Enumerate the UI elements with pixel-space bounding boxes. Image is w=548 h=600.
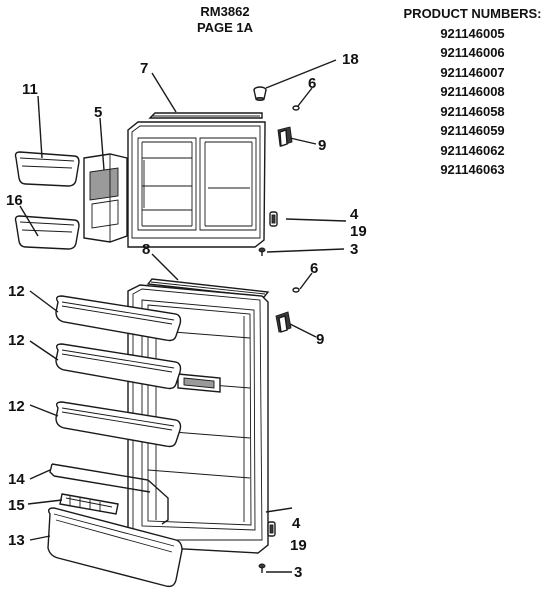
fresh-food-door [127,278,270,554]
part-14-rail [49,463,169,525]
part-16-bin [14,215,80,250]
part-12-shelf-bottom [55,401,182,448]
callout-19-lower: 19 [290,537,307,554]
page-label: PAGE 1A [196,20,254,35]
callout-5: 5 [94,104,102,121]
part-5-bracket [83,153,128,243]
product-number: 921146008 [440,84,505,99]
product-number: 921146006 [440,45,505,60]
part-6-screw-lower [292,287,300,293]
part-7-seal-strip [148,112,263,119]
callout-12-middle: 12 [8,332,25,349]
callout-19-upper: 19 [350,223,367,240]
part-13-bin [47,507,183,588]
product-number: 921146062 [440,142,505,158]
part-11-bin [14,151,80,187]
callout-3-lower: 3 [294,564,302,581]
product-number: 921146007 [440,64,505,80]
product-numbers-list: PRODUCT NUMBERS: 921146005 921146006 921… [400,4,545,180]
callout-7: 7 [140,60,148,77]
callout-11: 11 [22,81,38,98]
part-4-plug-upper [269,211,278,227]
callout-13: 13 [8,532,25,549]
part-15-retainer [59,493,119,515]
part-6-screw-upper [292,105,300,111]
callout-16: 16 [6,192,23,209]
callout-18: 18 [342,51,359,68]
callout-labels: 7 18 6 9 4 19 3 11 5 16 8 6 9 12 12 12 1… [6,51,367,581]
leader-lines [19,59,347,573]
document-header: RM3862 PAGE 1A [185,4,265,36]
callout-4-upper: 4 [350,206,359,223]
callout-9-lower: 9 [316,331,324,348]
callout-12-bottom: 12 [8,398,25,415]
product-number: 921146059 [440,123,505,138]
callout-6-lower: 6 [310,260,318,277]
product-number: 921146005 [440,25,505,41]
product-numbers-title: PRODUCT NUMBERS: [403,6,542,21]
part-3-screw-upper [258,247,266,256]
callout-8: 8 [142,241,150,258]
part-4-plug-lower [267,521,276,537]
part-12-shelf-top [55,295,182,342]
freezer-door [127,112,266,248]
callout-4-lower: 4 [292,515,301,532]
product-number: 921146063 [440,162,505,177]
part-9-hinge-upper [277,126,293,147]
callout-9-upper: 9 [318,137,326,154]
part-9-hinge-lower [275,311,292,333]
model-number: RM3862 [200,4,250,19]
callout-15: 15 [8,497,25,514]
callout-6-upper: 6 [308,75,316,92]
part-3-screw-lower [258,563,266,573]
part-18-knob [253,86,267,101]
callout-14: 14 [8,471,25,488]
callout-3-upper: 3 [350,241,358,258]
part-12-shelf-middle [55,343,182,390]
callout-12-top: 12 [8,283,25,300]
product-number: 921146058 [440,103,505,119]
